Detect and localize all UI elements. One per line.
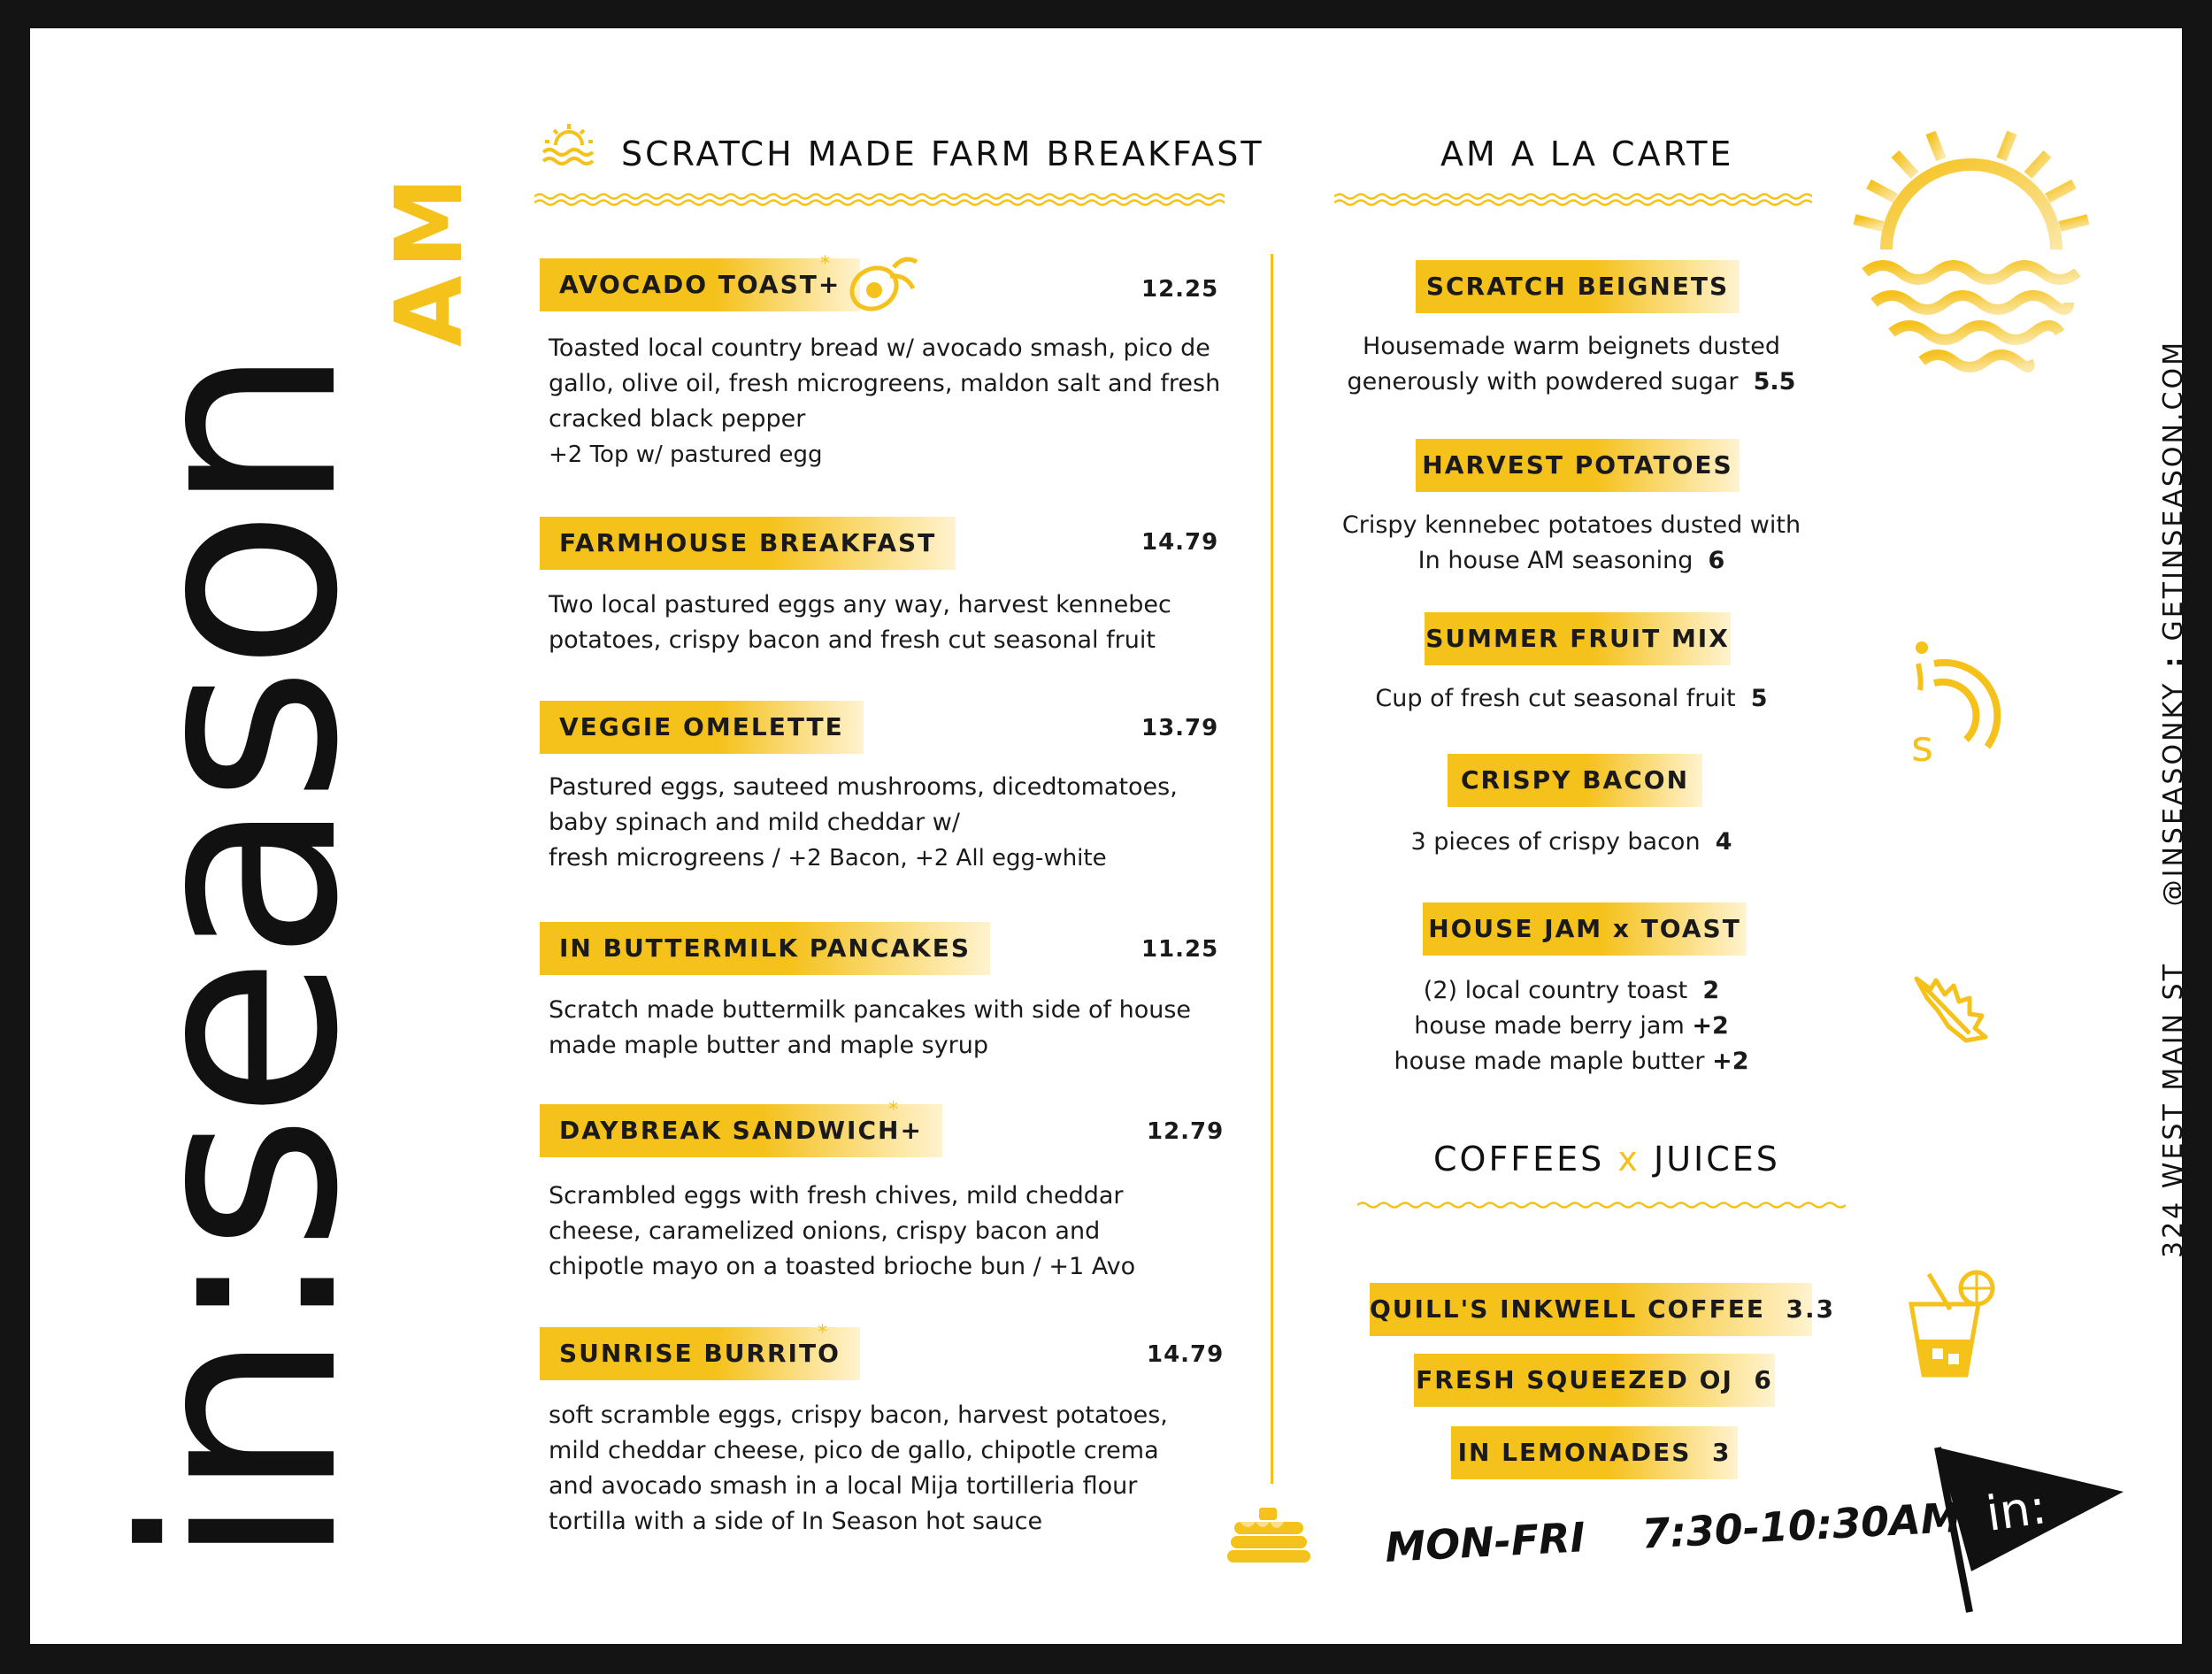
carte-item-harvest-potatoes: HARVEST POTATOES: [1416, 439, 1740, 492]
item-description: Pastured eggs, sauteed mushrooms, dicedt…: [549, 773, 1178, 872]
pancake-stack-icon: [1220, 1488, 1317, 1568]
flag-text: in:: [1983, 1478, 2050, 1542]
menu-item-daybreak-sandwich: DAYBREAK SANDWICH+: [540, 1104, 942, 1157]
hours-time: 7:30-10:30AM: [1640, 1493, 1962, 1558]
drink-item-oj: FRESH SQUEEZED OJ 6: [1414, 1354, 1775, 1407]
carte-description: (2) local country toast 2 house made ber…: [1394, 977, 1749, 1075]
in-s-logo-icon: s: [1899, 641, 2032, 764]
drink-item-lemonades: IN LEMONADES 3: [1451, 1426, 1738, 1479]
hours-days: MON-FRI: [1384, 1513, 1586, 1571]
menu-item-buttermilk-pancakes: IN BUTTERMILK PANCAKES: [540, 922, 991, 975]
item-mark: *: [818, 1322, 827, 1344]
price: 5.5: [1753, 368, 1796, 395]
sun-waves-large-icon: [1847, 117, 2095, 382]
menu-sheet: in:season AM SCRATCH MADE FARM BREAKFAST…: [30, 28, 2182, 1644]
contact-info: 324 WEST MAIN ST @INSEASONKY : GETINSEAS…: [2158, 340, 2182, 1258]
price: 3: [1711, 1438, 1732, 1467]
carte-heading-rule: [1334, 192, 1812, 206]
item-description: Two local pastured eggs any way, harvest…: [549, 591, 1171, 654]
breakfast-heading: SCRATCH MADE FARM BREAKFAST: [621, 134, 1264, 173]
item-description: Scratch made buttermilk pancakes with si…: [549, 996, 1192, 1059]
price: 6: [1708, 547, 1725, 574]
item-mark: *: [888, 1099, 898, 1121]
drink-item-coffee: QUILL'S INKWELL COFFEE 3.3: [1370, 1283, 1833, 1336]
carte-item-beignets: SCRATCH BEIGNETS: [1416, 260, 1740, 313]
price: 2: [1702, 977, 1720, 1004]
carte-heading: AM A LA CARTE: [1440, 134, 1734, 173]
brand-name: in:season: [88, 350, 396, 1568]
carte-item-crispy-bacon: CRISPY BACON: [1448, 754, 1702, 807]
item-note: +2 Top w/ pastured egg: [549, 442, 823, 468]
drinks-heading: COFFEES x JUICES: [1433, 1140, 1780, 1179]
carte-description: Cup of fresh cut seasonal fruit 5: [1375, 685, 1768, 712]
opening-hours: MON-FRI 7:30-10:30AM: [1384, 1494, 1962, 1571]
social-handle: @INSEASONKY: [2158, 680, 2182, 907]
lemonade-icon: [1902, 1269, 2000, 1384]
price: +2: [1712, 1048, 1749, 1075]
item-note: +2 Bacon, +2 All egg-white: [787, 845, 1107, 872]
avocado-icon: [842, 250, 922, 317]
price: 6: [1754, 1365, 1773, 1394]
item-mark: *: [820, 253, 830, 275]
contact-separator: :: [2158, 652, 2182, 670]
menu-item-farmhouse-breakfast: FARMHOUSE BREAKFAST: [540, 517, 956, 570]
price: 14.79: [1147, 1341, 1225, 1368]
pennant-flag-icon: in:: [1924, 1439, 2129, 1616]
item-description: Toasted local country bread w/ avocado s…: [549, 331, 1221, 472]
item-description: soft scramble eggs, crispy bacon, harves…: [549, 1401, 1168, 1535]
menu-item-avocado-toast: AVOCADO TOAST+: [540, 258, 861, 311]
brand-logo: in:season AM: [88, 170, 483, 1568]
drinks-heading-rule: [1357, 1198, 1846, 1212]
carte-description: Crispy kennebec potatoes dusted with In …: [1341, 511, 1801, 574]
price: 4: [1715, 828, 1732, 856]
sun-waves-icon: [541, 122, 596, 170]
address: 324 WEST MAIN ST: [2158, 962, 2182, 1258]
brand-sub: AM: [375, 170, 483, 347]
price: +2: [1692, 1012, 1729, 1040]
price: 3.3: [1786, 1294, 1836, 1324]
svg-text:s: s: [1911, 722, 1933, 764]
carte-description: Housemade warm beignets dusted generousl…: [1347, 333, 1796, 395]
column-divider: [1271, 254, 1273, 1484]
price: 13.79: [1141, 715, 1219, 741]
menu-item-sunrise-burrito: SUNRISE BURRITO: [540, 1327, 860, 1380]
price: 5: [1750, 685, 1768, 712]
carte-item-summer-fruit-mix: SUMMER FRUIT MIX: [1425, 612, 1731, 665]
leaf-icon: [1911, 971, 1991, 1046]
price: 12.25: [1141, 276, 1219, 303]
website: GETINSEASON.COM: [2158, 340, 2182, 641]
price: 11.25: [1141, 936, 1219, 963]
price: 12.79: [1147, 1118, 1225, 1145]
carte-item-house-jam-toast: HOUSE JAM x TOAST: [1423, 902, 1747, 956]
menu-item-veggie-omelette: VEGGIE OMELETTE: [540, 701, 864, 754]
price: 14.79: [1141, 529, 1219, 556]
item-description: Scrambled eggs with fresh chives, mild c…: [549, 1182, 1136, 1280]
carte-description: 3 pieces of crispy bacon 4: [1410, 828, 1732, 856]
breakfast-heading-rule: [534, 192, 1225, 206]
